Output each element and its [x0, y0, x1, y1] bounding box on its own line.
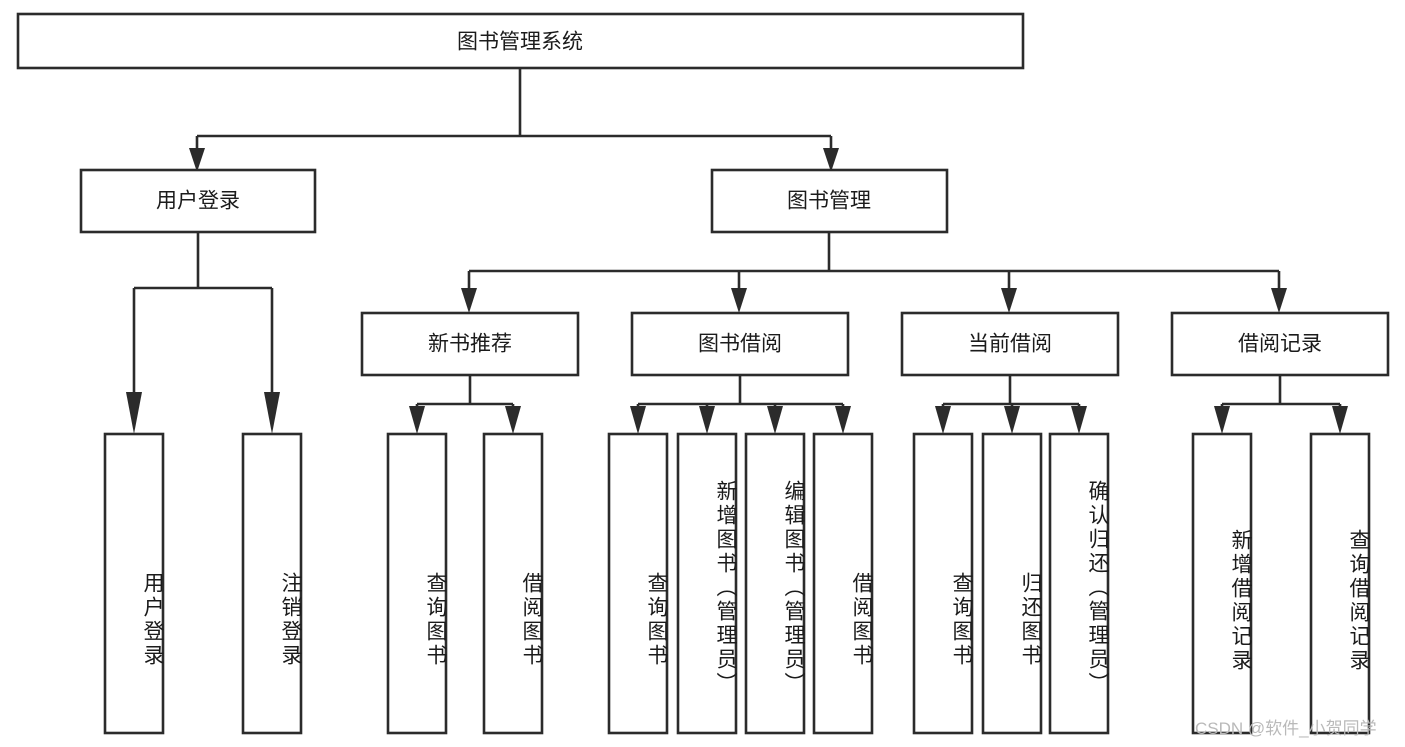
connector-book-management-to-level3	[461, 232, 1287, 313]
connector-new-book-recommend-to-leaves	[409, 375, 521, 434]
leaf-box-query-book-3[interactable]	[912, 432, 974, 735]
leaf-box-query-book-2[interactable]	[607, 432, 669, 735]
node-root-label: 图书管理系统	[457, 31, 583, 54]
leaf-box-add-borrow-record[interactable]	[1191, 432, 1253, 735]
node-book-management-label: 图书管理	[787, 190, 871, 213]
arrow-head-icon	[1001, 288, 1017, 313]
watermark-text: CSDN @软件_小贺同学	[1195, 719, 1377, 738]
leaf-box-borrow-book-1[interactable]	[482, 432, 544, 735]
node-user-login-label: 用户登录	[156, 190, 240, 213]
arrow-head-icon	[630, 406, 646, 434]
node-borrow-record[interactable]: 借阅记录	[1170, 311, 1390, 377]
leaf-box-add-book-admin[interactable]	[676, 432, 738, 735]
arrow-head-icon	[189, 148, 205, 172]
node-book-borrow[interactable]: 图书借阅	[630, 311, 850, 377]
node-new-book-recommend-label: 新书推荐	[428, 333, 512, 356]
node-user-login[interactable]: 用户登录	[79, 168, 317, 234]
node-current-borrow-box	[900, 311, 1120, 377]
arrow-head-icon	[835, 406, 851, 434]
arrow-head-icon	[409, 406, 425, 434]
arrow-head-icon	[823, 148, 839, 172]
node-new-book-recommend-box	[360, 311, 580, 377]
arrow-head-icon	[1071, 406, 1087, 434]
arrow-head-icon	[1332, 406, 1348, 434]
leaf-box-borrow-book-2[interactable]	[812, 432, 874, 735]
arrow-head-icon	[699, 406, 715, 434]
node-book-borrow-label: 图书借阅	[698, 333, 782, 356]
arrow-head-icon	[1004, 406, 1020, 434]
arrow-head-icon	[126, 392, 142, 434]
arrow-head-icon	[461, 288, 477, 313]
connector-user-login-to-leaves	[126, 232, 280, 434]
arrow-head-icon	[935, 406, 951, 434]
arrow-head-icon	[264, 392, 280, 434]
connector-root-to-level2	[189, 68, 839, 172]
node-user-login-box	[79, 168, 317, 234]
node-book-management[interactable]: 图书管理	[710, 168, 949, 234]
connector-borrow-record-to-leaves	[1214, 375, 1348, 434]
node-current-borrow-label: 当前借阅	[968, 333, 1052, 356]
arrow-head-icon	[505, 406, 521, 434]
leaf-box-edit-book-admin[interactable]	[744, 432, 806, 735]
leaf-box-return-book[interactable]	[981, 432, 1043, 735]
leaf-box-user-login[interactable]	[103, 432, 165, 735]
node-root-box	[16, 12, 1025, 70]
node-borrow-record-label: 借阅记录	[1238, 333, 1322, 356]
leaf-box-confirm-return-admin[interactable]	[1048, 432, 1110, 735]
arrow-head-icon	[731, 288, 747, 313]
arrow-head-icon	[1214, 406, 1230, 434]
node-current-borrow[interactable]: 当前借阅	[900, 311, 1120, 377]
leaf-box-logout[interactable]	[241, 432, 303, 735]
arrow-head-icon	[1271, 288, 1287, 313]
leaf-box-query-borrow-record[interactable]	[1309, 432, 1371, 735]
node-new-book-recommend[interactable]: 新书推荐	[360, 311, 580, 377]
node-root[interactable]: 图书管理系统	[16, 12, 1025, 70]
arrow-head-icon	[767, 406, 783, 434]
connector-book-borrow-to-leaves	[630, 375, 851, 434]
leaf-box-query-book-1[interactable]	[386, 432, 448, 735]
connector-current-borrow-to-leaves	[935, 375, 1087, 434]
